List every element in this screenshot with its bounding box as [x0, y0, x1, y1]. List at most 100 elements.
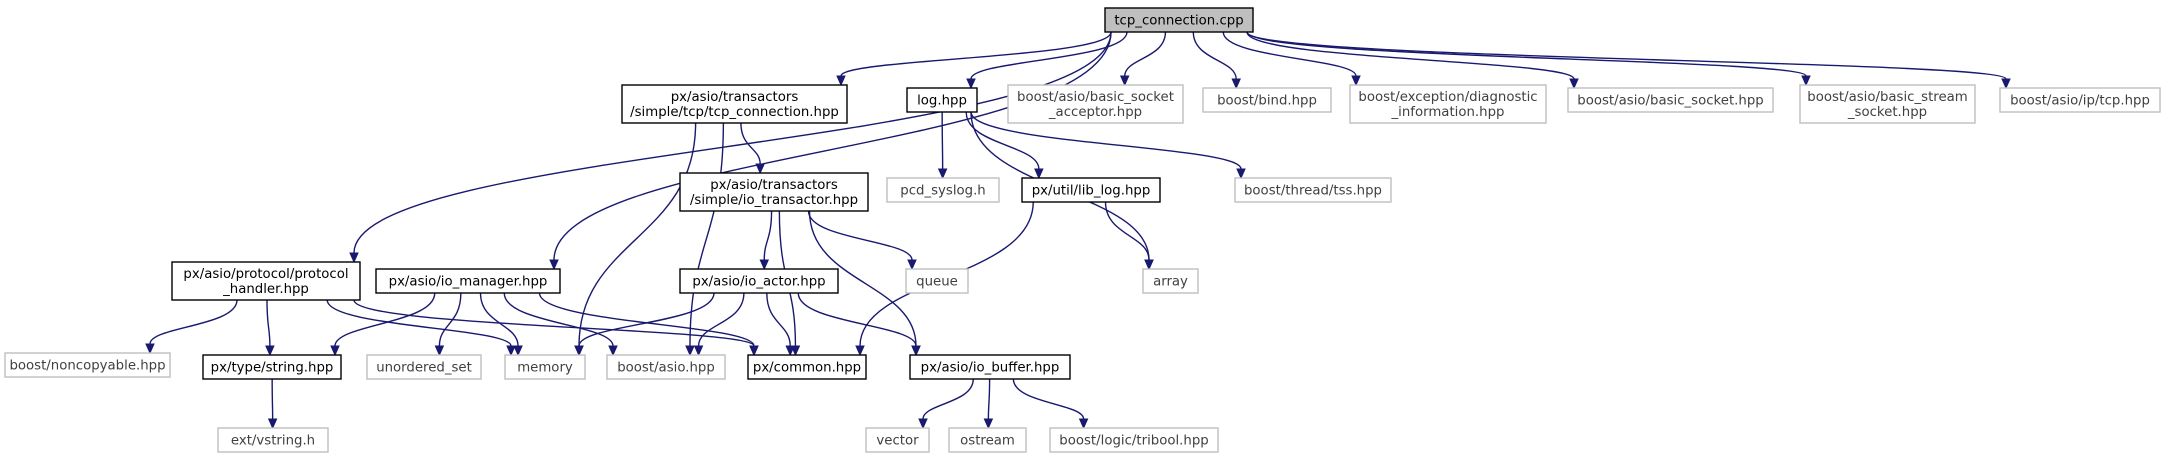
edge-iomanager-to-memory — [479, 292, 523, 357]
node-box — [1202, 87, 1332, 113]
node-label-line: px/asio/io_actor.hpp — [692, 275, 825, 290]
edge-ioactor-to-iobuffer — [797, 292, 921, 357]
node-unordered: unordered_set — [366, 354, 482, 380]
edge-arrowhead — [855, 345, 865, 357]
edge-root-to-basicsocket — [1246, 31, 1579, 90]
node-vector: vector — [865, 427, 930, 453]
edge-root-to-iomanager — [549, 31, 1112, 271]
node-diag: boost/exception/diagnostic_information.h… — [1349, 84, 1547, 124]
edge-ioactor-to-boostasio — [693, 292, 745, 357]
edge-loghpp-to-liblog — [965, 111, 1044, 180]
node-box — [679, 172, 869, 212]
node-label-line: boost/asio.hpp — [617, 361, 715, 376]
edge-arrowhead — [267, 418, 278, 430]
node-box — [1021, 177, 1161, 203]
edge-line — [797, 292, 917, 347]
edge-line — [438, 292, 462, 347]
edge-line — [970, 111, 1242, 170]
edge-protocol-to-noncopy — [145, 299, 238, 355]
node-iotrans[interactable]: px/asio/transactors/simple/io_transactor… — [679, 172, 869, 212]
node-label-line: vector — [876, 434, 919, 449]
node-label-line: boost/asio/basic_socket — [1017, 90, 1174, 105]
edge-arrowhead — [918, 418, 928, 430]
node-tcpconn[interactable]: px/asio/transactors/simple/tcp/tcp_conne… — [621, 84, 848, 124]
node-box — [1799, 84, 1976, 124]
edge-root-to-bind — [1192, 31, 1241, 90]
edge-liblog-to-array — [1104, 201, 1154, 271]
edge-line — [697, 292, 745, 347]
node-liblog[interactable]: px/util/lib_log.hpp — [1021, 177, 1161, 203]
node-root[interactable]: tcp_connection.cpp — [1104, 7, 1254, 33]
node-string[interactable]: px/type/string.hpp — [202, 354, 342, 380]
node-box — [1567, 87, 1774, 113]
edge-iomanager-to-unordered — [434, 292, 462, 357]
edge-arrowhead — [1144, 259, 1154, 271]
edge-line — [763, 210, 773, 261]
node-iomanager[interactable]: px/asio/io_manager.hpp — [375, 268, 561, 294]
node-label-line: boost/noncopyable.hpp — [9, 359, 165, 374]
node-tss: boost/thread/tss.hpp — [1234, 177, 1392, 203]
node-label-line: tcp_connection.cpp — [1114, 14, 1243, 29]
node-box — [948, 427, 1027, 453]
edge-root-to-tcpconn — [836, 31, 1112, 87]
node-label-line: memory — [517, 361, 573, 376]
node-label-line: boost/bind.hpp — [1217, 94, 1317, 109]
node-label-line: boost/asio/ip/tcp.hpp — [2010, 94, 2150, 109]
edge-iomanager-to-boostasio — [503, 292, 618, 357]
edge-arrowhead — [1801, 75, 1811, 87]
edge-arrowhead — [907, 259, 917, 271]
node-label-line: boost/thread/tss.hpp — [1244, 184, 1382, 199]
edge-ioactor-to-memory — [574, 292, 715, 357]
edge-arrowhead — [549, 259, 559, 271]
node-label-line: px/asio/transactors — [671, 90, 799, 105]
edge-arrowhead — [1351, 75, 1361, 87]
node-iobuffer[interactable]: px/asio/io_buffer.hpp — [909, 354, 1071, 380]
edge-iotrans-to-ioactor — [759, 210, 773, 271]
edge-arrowhead — [685, 345, 695, 357]
node-common[interactable]: px/common.hpp — [747, 354, 867, 380]
node-box — [865, 427, 930, 453]
node-label-line: boost/logic/tribool.hpp — [1059, 434, 1208, 449]
edge-root-to-loghpp — [966, 31, 1128, 90]
node-loghpp[interactable]: log.hpp — [906, 87, 978, 113]
edge-arrowhead — [1231, 78, 1241, 90]
edge-arrowhead — [513, 345, 523, 357]
node-memory: memory — [504, 354, 586, 380]
edge-line — [1246, 31, 1575, 80]
edge-line — [987, 378, 991, 420]
edge-line — [1012, 378, 1085, 420]
node-label-line: _acceptor.hpp — [1048, 105, 1142, 120]
node-box — [679, 268, 839, 294]
node-ostream: ostream — [948, 427, 1027, 453]
edge-root-to-stream — [1246, 31, 1811, 87]
node-label-line: px/common.hpp — [753, 361, 861, 376]
node-label-line: px/asio/protocol/protocol — [183, 267, 348, 282]
edge-line — [326, 299, 512, 347]
edge-line — [1124, 31, 1167, 77]
edge-line — [353, 299, 755, 347]
edge-arrowhead — [911, 345, 921, 357]
node-box — [747, 354, 867, 380]
edge-string-to-vstring — [267, 378, 278, 430]
node-label-line: _handler.hpp — [222, 282, 309, 297]
edge-line — [578, 292, 715, 347]
edge-protocol-to-memory — [326, 299, 516, 357]
node-box — [606, 354, 726, 380]
edge-line — [503, 292, 614, 347]
node-label-line: array — [1153, 275, 1188, 290]
node-layer: tcp_connection.cpp px/asio/transactors/si… — [4, 7, 2161, 453]
edge-arrowhead — [330, 345, 340, 357]
edge-protocol-to-string — [265, 299, 275, 357]
edge-line — [1104, 201, 1150, 261]
edge-iomanager-to-string — [330, 292, 436, 357]
node-box — [202, 354, 342, 380]
node-label-line: px/asio/io_buffer.hpp — [921, 361, 1060, 376]
node-label-line: ext/vstring.h — [231, 434, 315, 449]
edge-iobuffer-to-tribool — [1012, 378, 1089, 430]
edge-arrowhead — [749, 345, 759, 357]
node-protocol[interactable]: px/asio/protocol/protocol_handler.hpp — [171, 261, 361, 301]
node-ioactor[interactable]: px/asio/io_actor.hpp — [679, 268, 839, 294]
edge-root-to-acceptor — [1119, 31, 1167, 87]
edge-line — [266, 299, 271, 347]
edge-line — [689, 122, 725, 347]
